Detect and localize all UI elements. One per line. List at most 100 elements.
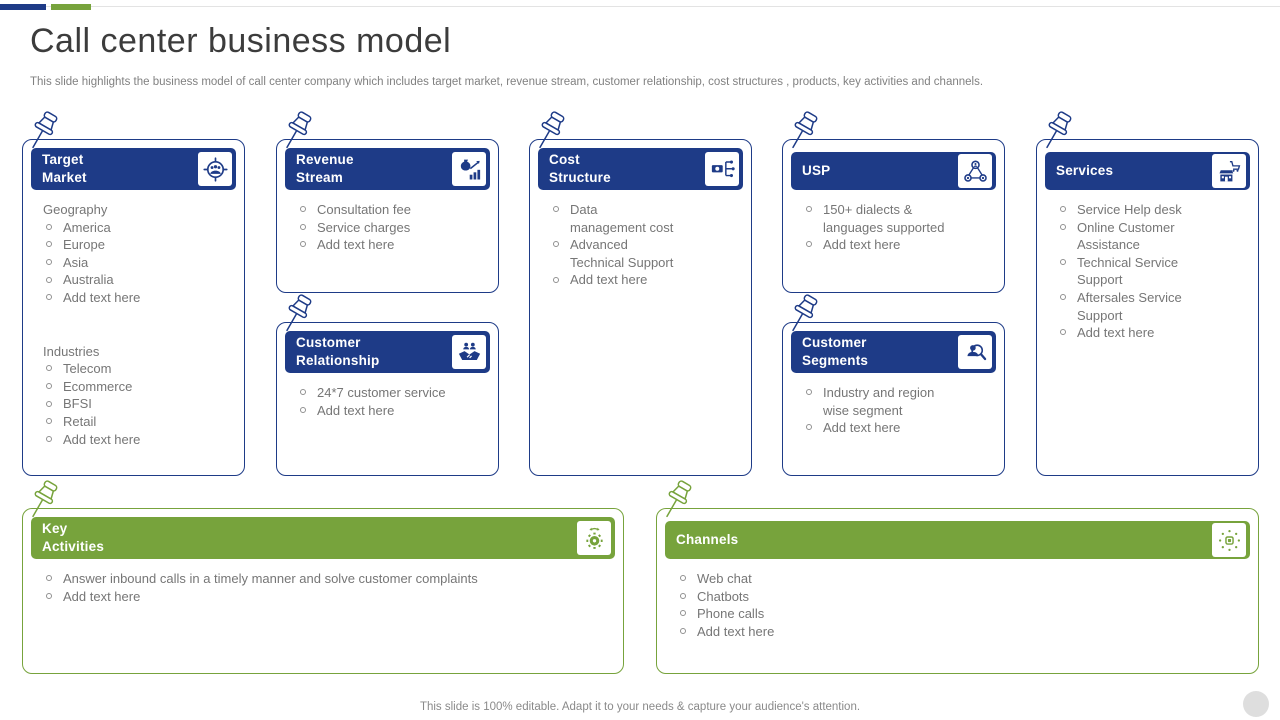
list-item-text: Add text here [823,420,901,436]
card-customer-segments: Customer Segments Industry and region wi… [782,322,1005,476]
list-item-text: Add text here [823,237,901,253]
money-growth-icon [452,152,486,186]
push-pin-icon [783,110,823,154]
list-item: Answer inbound calls in a timely manner … [43,570,609,588]
list-item-text: Service Help desk [1077,202,1182,217]
card-title: Revenue Stream [296,151,354,185]
card-title: Target Market [42,151,87,185]
list-item-text: Consultation fee [317,202,411,217]
card-title: Customer Segments [802,334,869,368]
list-item-text: Add text here [317,402,395,418]
list-item-text: Ecommerce [63,378,133,394]
bullet-icon [1060,206,1066,213]
bullet-icon [46,418,52,425]
list-item-text: Add text here [1077,325,1155,341]
list-item-text: Australia [63,272,114,288]
list-item: Europe [43,236,230,254]
corner-circle-decoration [1243,691,1269,717]
list-item: Telecom [43,360,230,378]
card-header: Cost Structure [538,148,743,190]
bullet-icon [300,241,306,248]
page-title: Call center business model [30,22,452,60]
list-item: Australia [43,271,230,289]
bullet-icon [46,365,52,372]
bullet-icon [680,627,686,634]
card-header: Channels [665,521,1250,559]
card-body: Answer inbound calls in a timely manner … [23,559,623,613]
card-header: Customer Segments [791,331,996,373]
bullet-icon [46,258,52,265]
list-item: Add text here [1057,324,1244,342]
list-item: Aftersales Service Support [1057,289,1244,324]
list-item: Phone calls [677,605,1244,623]
list-item-text: Europe [63,237,105,253]
card-customer-relationship: Customer Relationship 24*7 customer serv… [276,322,499,476]
bullet-icon [553,276,559,283]
list-item: Ecommerce [43,378,230,396]
card-title: USP [802,162,831,178]
bullet-icon [300,389,306,396]
slide-subtitle: This slide highlights the business model… [30,76,984,88]
list-item-text: America [63,219,111,235]
list-item-text: Web chat [697,571,752,586]
customer-search-icon [958,335,992,369]
list-item: Add text here [43,588,609,606]
list-item-text: Online Customer Assistance [1077,219,1175,253]
card-title: Customer Relationship [296,334,380,368]
list-item: Asia [43,254,230,272]
bullet-icon [680,575,686,582]
list-item-text: Add text here [63,431,141,447]
list-item: America [43,219,230,237]
bullet-icon [46,575,52,582]
list-item-text: Add text here [63,588,141,604]
card-header: Customer Relationship [285,331,490,373]
device-network-icon [1212,523,1246,557]
list-item: Add text here [297,236,484,254]
list-item-text: Add text here [317,237,395,253]
list-item: Data management cost [550,201,737,236]
top-divider-line [0,6,1280,7]
bullet-icon [46,435,52,442]
card-title: Cost Structure [549,151,611,185]
bullet-icon [46,223,52,230]
card-header: Services [1045,152,1250,190]
list-item: BFSI [43,395,230,413]
list-item-text: Add text here [570,272,648,288]
storefront-cart-icon [1212,154,1246,188]
list-item: Add text here [803,236,990,254]
footer-note: This slide is 100% editable. Adapt it to… [419,701,861,713]
list-item: Add text here [43,431,230,449]
list-item: Advanced Technical Support [550,236,737,271]
card-header: Target Market [31,148,236,190]
section-label: Industries [43,343,100,359]
list-item: Web chat [677,570,1244,588]
accent-bar-green [51,4,91,10]
bullet-icon [680,610,686,617]
bullet-icon [1060,258,1066,265]
list-item-text: 150+ dialects & languages supported [823,202,945,235]
list-item-text: Industry and region wise segment [823,385,935,418]
card-header: USP [791,152,996,190]
network-triangle-icon [958,154,992,188]
bullet-icon [553,241,559,248]
list-item-text: Retail [63,413,97,429]
list-item: Add text here [677,623,1244,641]
list-item: Online Customer Assistance [1057,219,1244,254]
accent-bar-blue [0,4,46,10]
list-item: Retail [43,413,230,431]
list-item: Add text here [297,402,484,420]
